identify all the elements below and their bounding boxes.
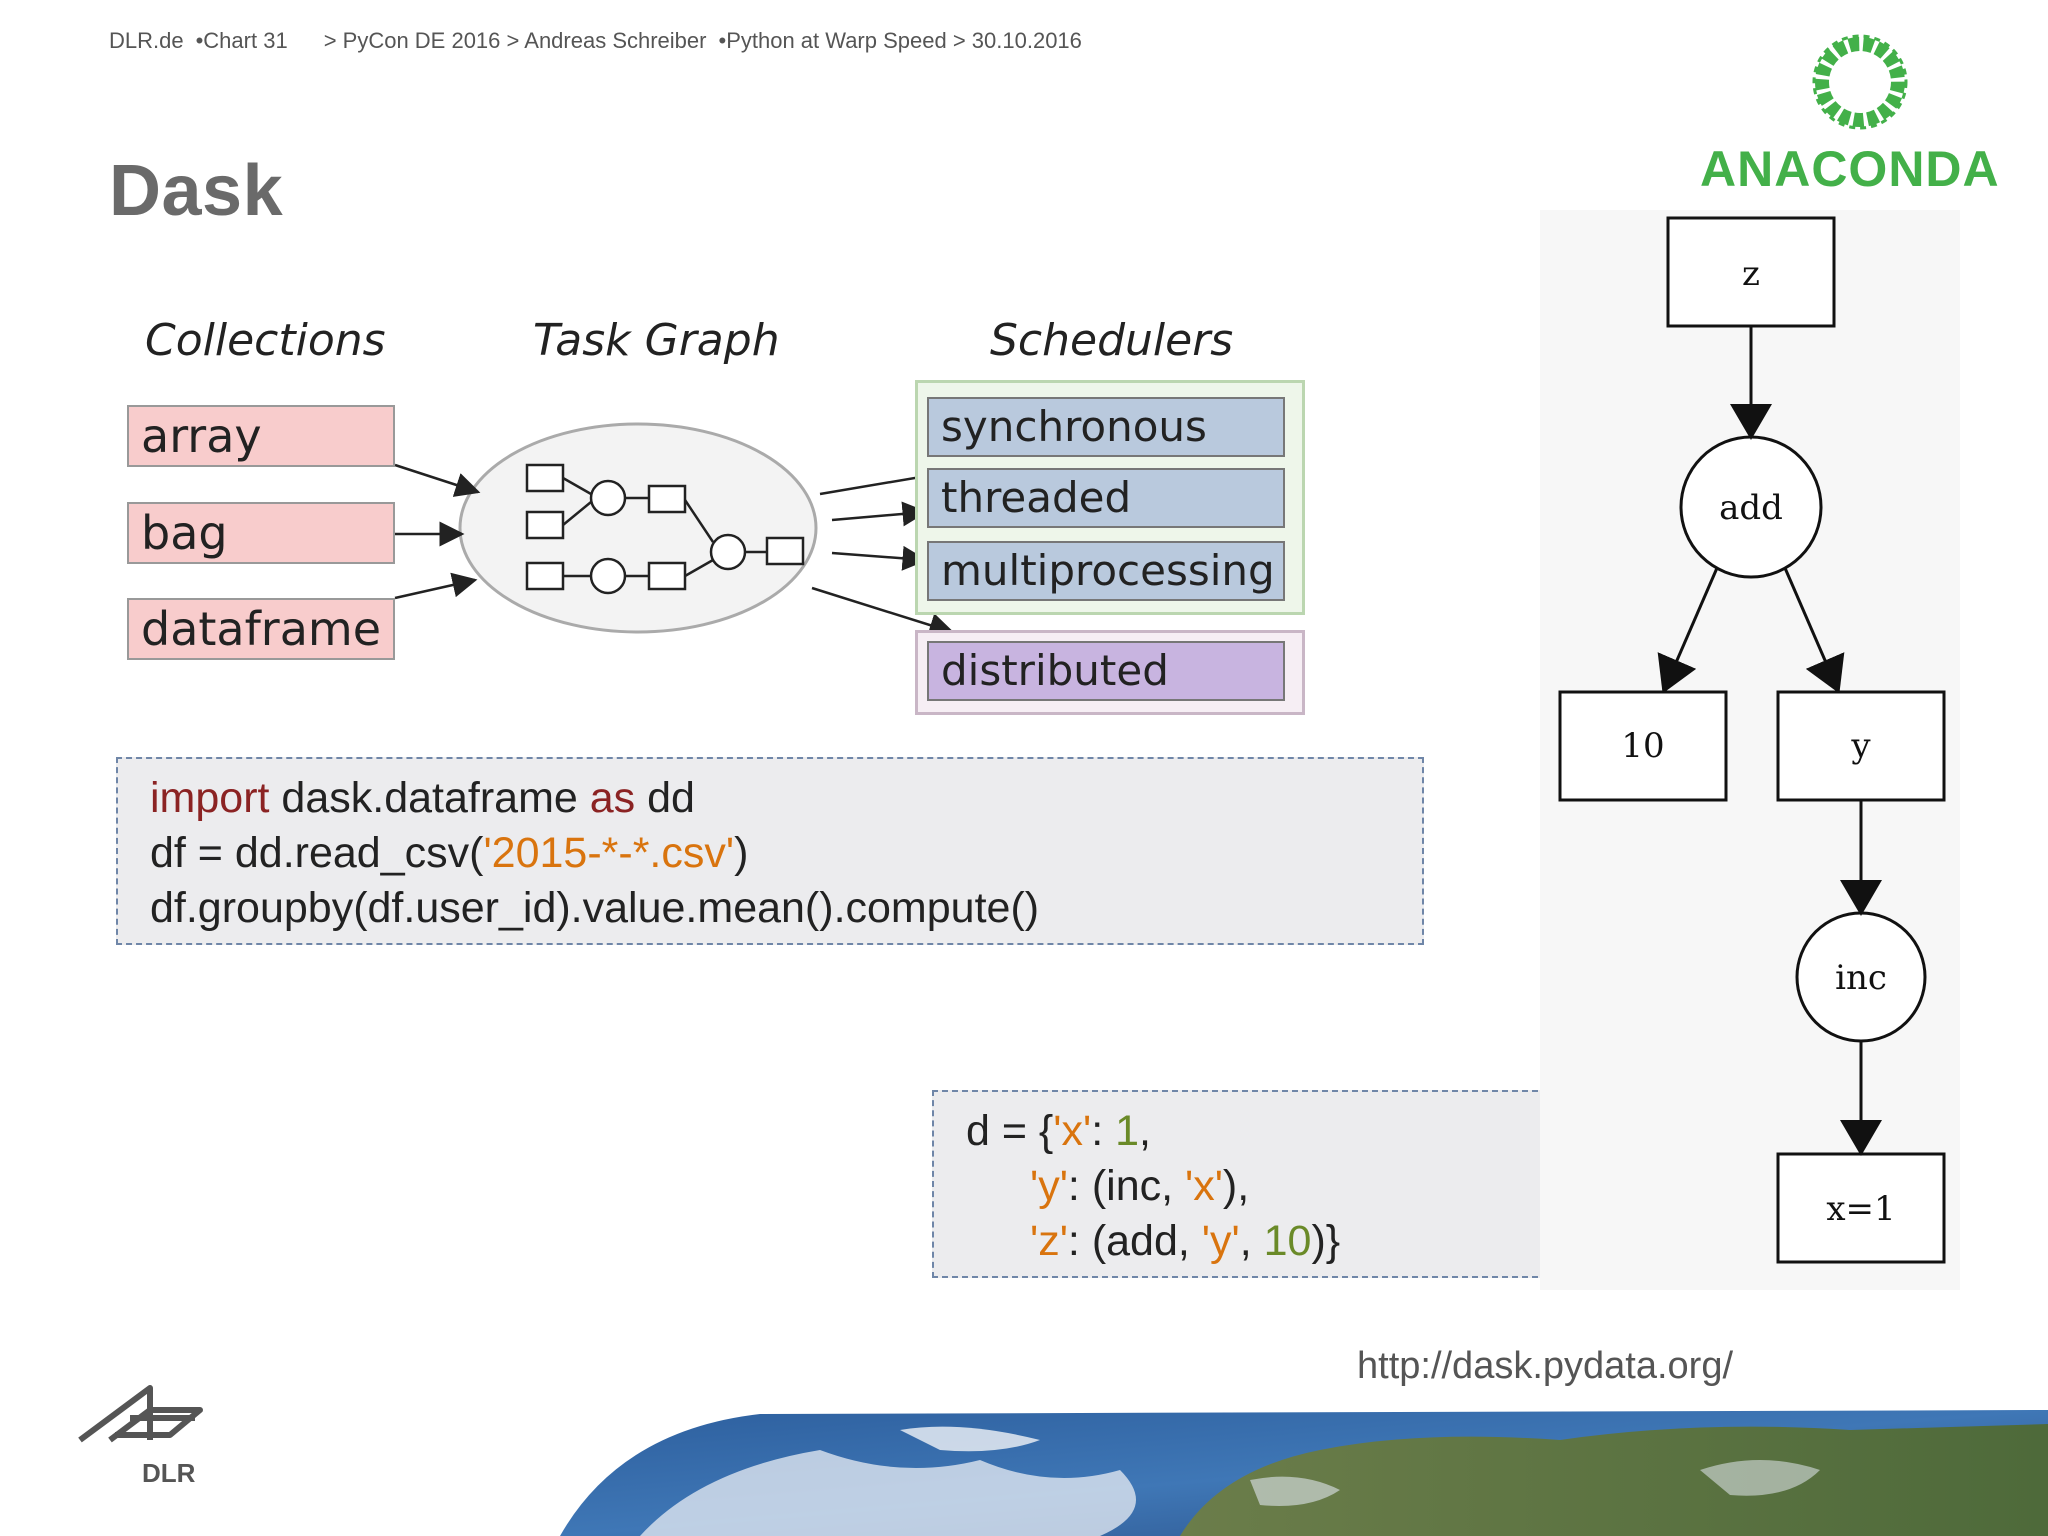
breadcrumb: DLR.de•Chart 31> PyCon DE 2016 > Andreas…	[109, 28, 1082, 54]
breadcrumb-chart: Chart 31	[203, 28, 288, 53]
code-text: dd	[635, 774, 695, 822]
code-text: )}	[1311, 1217, 1341, 1265]
code-string: 'z'	[1030, 1217, 1068, 1265]
page-title: Dask	[109, 151, 284, 231]
source-url[interactable]: http://dask.pydata.org/	[1357, 1345, 1734, 1387]
breadcrumb-talk: Python at Warp Speed > 30.10.2016	[726, 28, 1082, 53]
breadcrumb-site[interactable]: DLR.de	[109, 28, 184, 53]
dag-edge-add-10	[1657, 567, 1719, 694]
arrow-graph-distributed	[811, 586, 955, 638]
code-line-2: 'y': (inc, 'x'),	[966, 1159, 1686, 1214]
code-text: d = {	[966, 1107, 1054, 1155]
dlr-logo	[78, 1385, 203, 1443]
code-text: ,	[1139, 1107, 1151, 1155]
scheduler-threaded: threaded	[927, 468, 1285, 528]
dag-node-z	[1666, 216, 1836, 328]
code-line-1: d = {'x': 1,	[966, 1104, 1686, 1159]
arrow-graph-threaded	[831, 501, 928, 527]
task-graph-ellipse	[458, 422, 818, 634]
arrow-graph-multiprocessing	[831, 545, 928, 571]
code-line-2: df = dd.read_csv('2015-*-*.csv')	[150, 826, 1422, 881]
arrow-dataframe-graph	[394, 572, 478, 600]
scheduler-synchronous: synchronous	[927, 397, 1285, 457]
dag-node-10	[1558, 690, 1728, 802]
heading-collections: Collections	[145, 315, 386, 366]
code-number: 1	[1115, 1107, 1140, 1155]
keyword-import: import	[150, 774, 270, 822]
breadcrumb-path: > PyCon DE 2016 > Andreas Schreiber	[323, 28, 707, 53]
code-string: '2015-*-*.csv'	[483, 829, 735, 877]
dlr-wordmark: DLR	[142, 1458, 196, 1488]
code-string: 'y'	[1201, 1217, 1240, 1265]
dag-label-inc: inc	[1835, 958, 1887, 998]
code-line-1: import dask.dataframe as dd	[150, 771, 1422, 826]
code-line-3: df.groupby(df.user_id).value.mean().comp…	[150, 884, 1040, 932]
collection-array: array	[127, 405, 395, 467]
code-line-3: 'z': (add, 'y', 10)}	[966, 1214, 1686, 1269]
code-string: 'x'	[1185, 1162, 1223, 1210]
code-text: )	[734, 829, 749, 877]
anaconda-logo	[1812, 34, 1908, 130]
code-number: 10	[1263, 1217, 1312, 1265]
task-graph-dag: z add 10 y inc x=1	[1558, 216, 1946, 1264]
breadcrumb-separator-2: •	[718, 28, 727, 53]
mini-task-graph	[525, 463, 805, 595]
heading-schedulers: Schedulers	[990, 315, 1234, 366]
code-string: 'x'	[1053, 1107, 1092, 1155]
dag-label-add: add	[1719, 488, 1783, 528]
scheduler-multiprocessing: multiprocessing	[927, 541, 1285, 601]
dag-label-x: x=1	[1826, 1189, 1895, 1229]
scheduler-distributed: distributed	[927, 641, 1285, 701]
dag-node-x	[1776, 1152, 1946, 1264]
dag-label-y: y	[1850, 726, 1871, 766]
keyword-as: as	[589, 774, 636, 822]
dag-label-z: z	[1742, 254, 1760, 294]
anaconda-wordmark: ANACONDA	[1700, 141, 2000, 197]
collection-bag: bag	[127, 502, 395, 564]
dlr-logo-mark	[78, 1385, 153, 1443]
code-text: ),	[1222, 1162, 1250, 1210]
dag-label-10: 10	[1621, 726, 1664, 766]
arrow-array-graph	[394, 463, 481, 497]
dag-edge-add-y	[1783, 567, 1845, 694]
earth-banner-image	[560, 1410, 2048, 1536]
code-string: 'y'	[1030, 1162, 1068, 1210]
code-text: : (add,	[1067, 1217, 1202, 1265]
code-text: ,	[1239, 1217, 1264, 1265]
code-text: df = dd.read_csv(	[150, 829, 484, 877]
collection-dataframe: dataframe	[127, 598, 395, 660]
code-text: dask.dataframe	[269, 774, 590, 822]
heading-task-graph: Task Graph	[533, 315, 780, 366]
code-text: : (inc,	[1067, 1162, 1185, 1210]
breadcrumb-separator: •	[195, 28, 204, 53]
code-text: :	[1091, 1107, 1116, 1155]
anaconda-ring	[1815, 37, 1905, 127]
